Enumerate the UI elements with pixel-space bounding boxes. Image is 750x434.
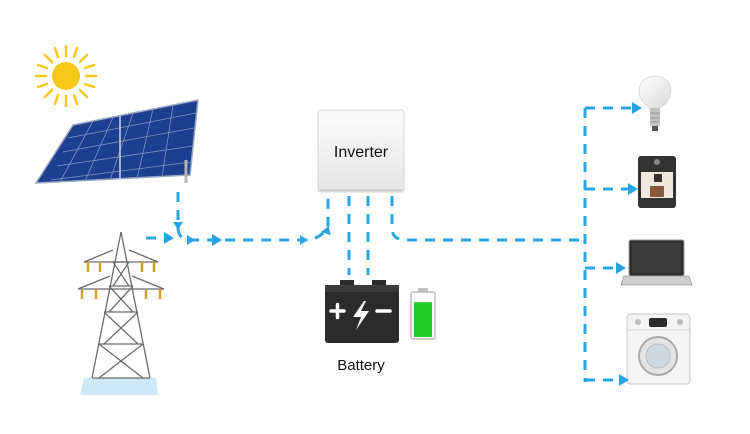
solar-panel-icon	[34, 99, 199, 184]
energy-flow-lines	[146, 106, 632, 382]
washing-machine-icon	[626, 313, 691, 385]
power-tower-icon	[77, 231, 165, 395]
battery-icon	[325, 280, 399, 343]
arrow-coffee	[628, 183, 638, 195]
arrow-laptop	[616, 262, 626, 274]
sun-icon	[34, 44, 98, 108]
inverter-label: Inverter	[333, 144, 389, 161]
arrow-light	[632, 102, 642, 114]
flow-arrows	[164, 102, 642, 386]
arrow-solar-in	[212, 234, 222, 246]
laptop-icon	[620, 239, 693, 286]
battery-charge-indicator	[410, 288, 436, 340]
flow-solar-to-inverter	[172, 192, 331, 246]
light-bulb-icon	[638, 75, 672, 131]
inverter-box	[317, 109, 405, 193]
battery-label: Battery	[337, 357, 385, 374]
arrow-washer	[619, 374, 629, 386]
arrow-grid-in	[164, 232, 174, 244]
battery-charge-fill	[414, 302, 432, 337]
flow-inverter-to-loads	[390, 196, 585, 242]
coffee-maker-icon	[638, 156, 676, 208]
